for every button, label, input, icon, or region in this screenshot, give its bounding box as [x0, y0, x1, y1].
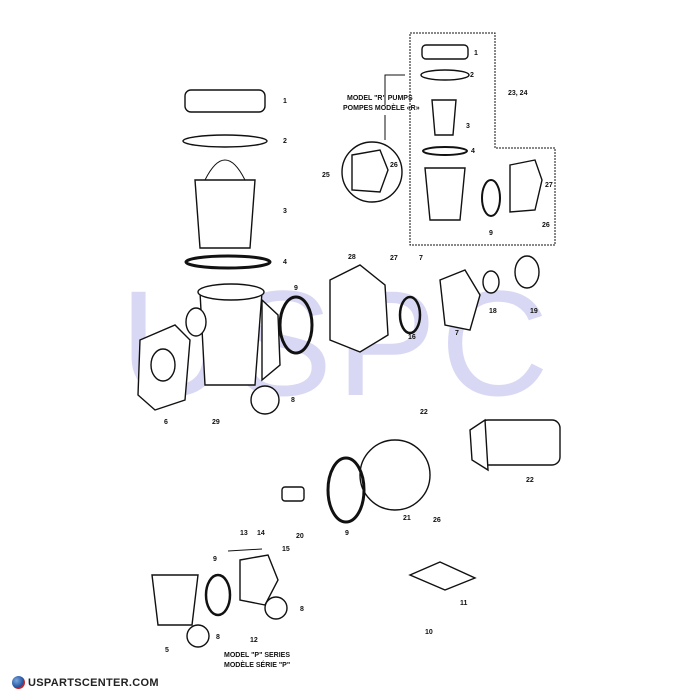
globe-icon — [12, 676, 25, 689]
lid-ring — [184, 89, 266, 113]
callout-label: 21 — [403, 515, 411, 522]
callout-label: 8 — [300, 606, 304, 613]
callout-label: 26 — [433, 517, 441, 524]
left-strainer-assembly — [137, 89, 314, 415]
callout-label: 29 — [212, 419, 220, 426]
callout-label: 23, 24 — [508, 90, 528, 97]
brand-name: USPARTSCENTER.COM — [28, 676, 159, 689]
lid-gasket — [182, 134, 268, 148]
callout-label: 14 — [257, 530, 265, 537]
model-r-caption-en: MODEL "R" PUMPS — [347, 95, 413, 102]
callout-label: 8 — [291, 397, 295, 404]
callout-label: 4 — [471, 148, 475, 155]
model-r-section: MODEL "R" PUMPS POMPES MODÈLE «R» — [341, 32, 556, 246]
callout-label: 9 — [489, 230, 493, 237]
callout-label: 25 — [322, 172, 330, 179]
model-p-section: MODEL "P" SERIES MODÈLE SÉRIE "P" — [151, 548, 477, 669]
model-r-caption-fr: POMPES MODÈLE «R» — [343, 103, 420, 112]
motor — [479, 419, 561, 466]
callout-label: 22 — [420, 409, 428, 416]
seal-plate — [359, 439, 431, 511]
callout-label: 26 — [390, 162, 398, 169]
drain-plug-detail — [250, 385, 280, 415]
callout-label: 20 — [296, 533, 304, 540]
strainer-housing — [199, 291, 263, 386]
impeller — [281, 486, 305, 502]
callout-label: 28 — [348, 254, 356, 261]
callout-label: 9 — [345, 530, 349, 537]
callout-label: 26 — [542, 222, 550, 229]
callout-label: 6 — [164, 419, 168, 426]
model-p-caption-fr: MODÈLE SÉRIE "P" — [224, 660, 290, 669]
callout-label: 22 — [526, 477, 534, 484]
callout-label: 2 — [470, 72, 474, 79]
callout-label: 3 — [283, 208, 287, 215]
o-ring-9 — [278, 295, 314, 355]
callout-label: 9 — [213, 556, 217, 563]
callout-label: 12 — [250, 637, 258, 644]
callout-label: 1 — [474, 50, 478, 57]
callout-label: 1 — [283, 98, 287, 105]
callout-label: 10 — [425, 629, 433, 636]
callout-label: 19 — [530, 308, 538, 315]
base — [408, 561, 477, 591]
callout-label: 11 — [460, 600, 468, 607]
callout-label: 27 — [545, 182, 553, 189]
callout-label: 7 — [419, 255, 423, 262]
callout-label: 9 — [294, 285, 298, 292]
callout-label: 13 — [240, 530, 248, 537]
callout-label: 8 — [216, 634, 220, 641]
callout-label: 3 — [466, 123, 470, 130]
callout-label: 16 — [408, 334, 416, 341]
callout-label: 5 — [165, 647, 169, 654]
callout-label: 4 — [283, 259, 287, 266]
callout-label: 2 — [283, 138, 287, 145]
callout-label: 7 — [455, 330, 459, 337]
callout-label: 18 — [489, 308, 497, 315]
callout-label: 27 — [390, 255, 398, 262]
brand-logo: USPARTSCENTER.COM — [12, 676, 159, 689]
o-ring — [184, 254, 272, 270]
model-p-caption-en: MODEL "P" SERIES — [224, 652, 290, 659]
callout-label: 15 — [282, 546, 290, 553]
strainer-basket — [194, 179, 256, 249]
seal-plate-row — [329, 255, 540, 353]
motor-row — [281, 418, 561, 524]
